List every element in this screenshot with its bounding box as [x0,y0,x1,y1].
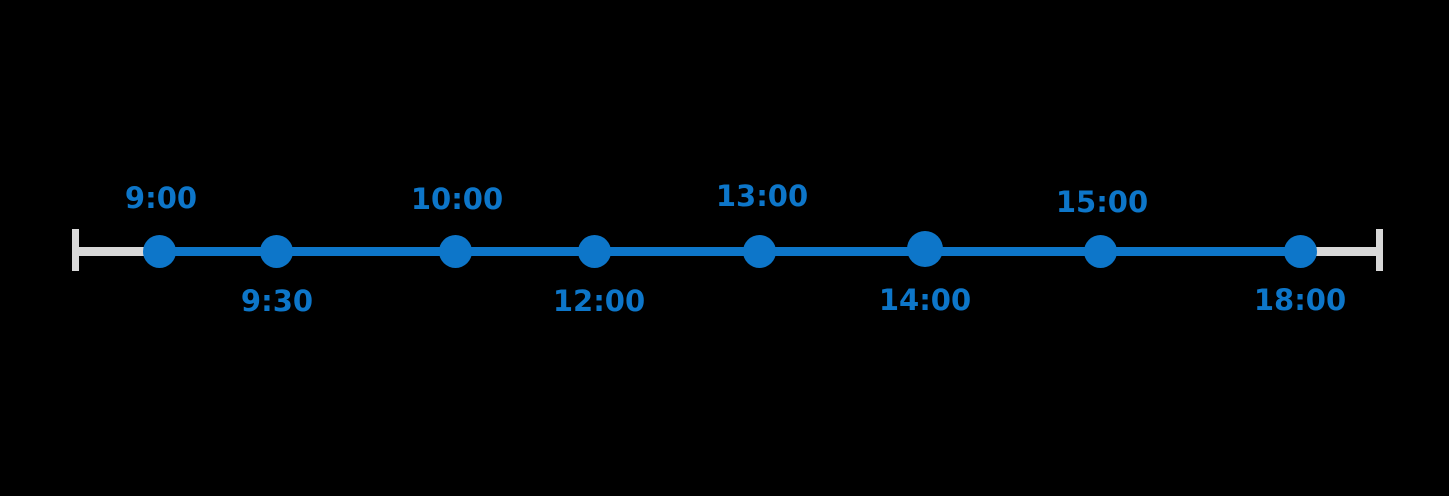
timeline-label-1300: 13:00 [715,179,809,213]
timeline-dot-1400 [906,230,943,267]
timeline-segment-blue [159,247,1300,256]
timeline-end-cap [1376,229,1383,271]
timeline-start-cap [72,229,79,271]
timeline-dot-1200 [578,234,611,268]
timeline-dot-1300 [742,234,776,268]
timeline-dot-1800 [1283,234,1317,268]
timeline-label-0900: 9:00 [124,181,198,215]
timeline-label-0930: 9:30 [240,284,314,318]
timeline-label-1500: 15:00 [1055,185,1149,219]
timeline-dot-1000 [438,234,472,268]
timeline-dot-0900 [143,234,176,268]
timeline-label-1400: 14:00 [878,283,972,317]
timeline-label-1000: 10:00 [410,182,504,216]
timeline-dot-1500 [1084,234,1117,268]
timeline-dot-0930 [259,234,293,268]
timeline-label-1800: 18:00 [1253,283,1347,317]
timeline-label-1200: 12:00 [552,284,646,318]
